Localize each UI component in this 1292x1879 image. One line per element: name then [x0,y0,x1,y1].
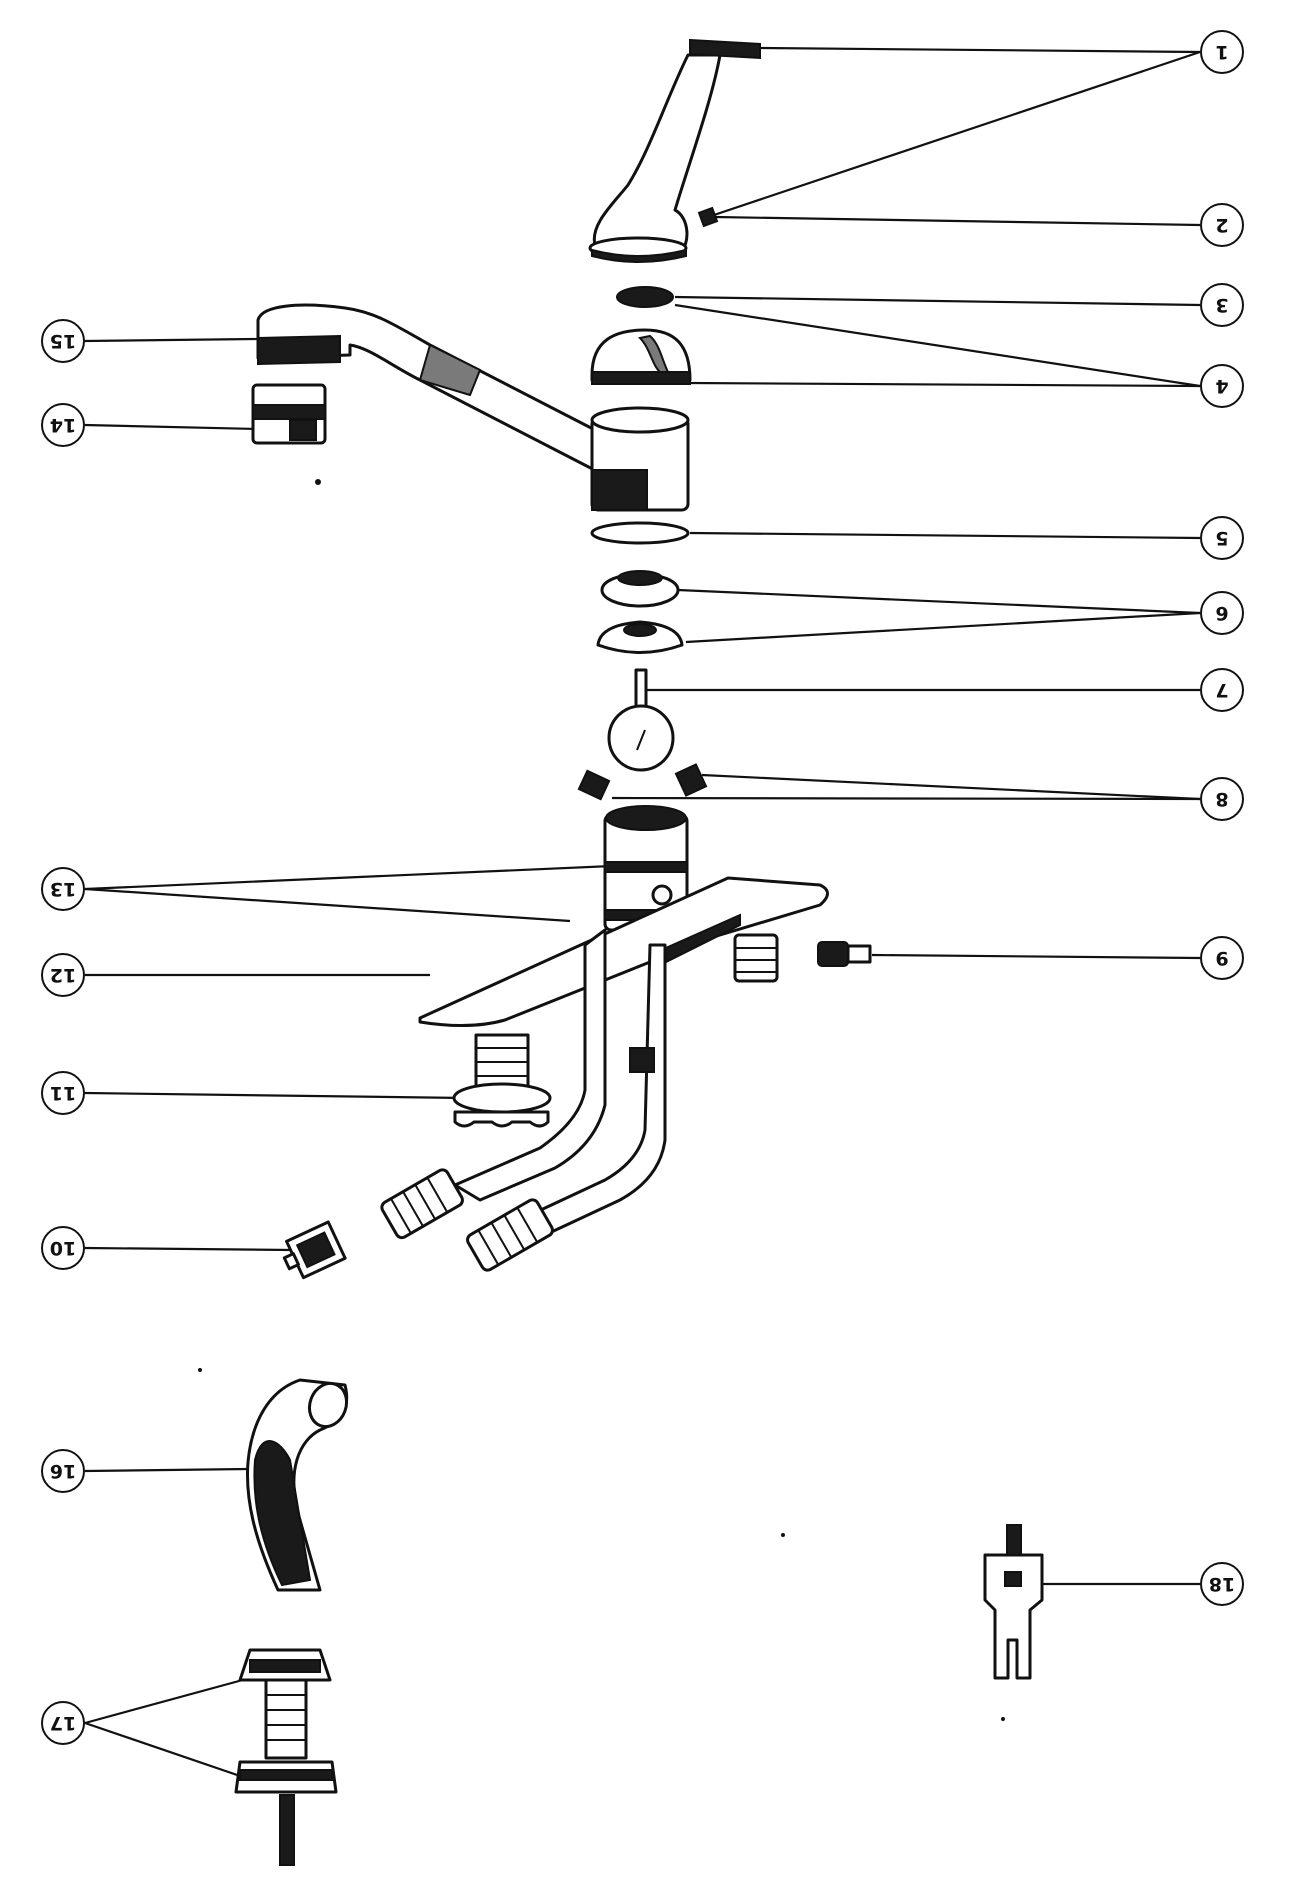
o-ring [590,521,690,545]
callout-17: 17 [41,1701,85,1745]
leader-lines [84,46,1201,1780]
mounting-nut [452,1033,552,1128]
callout-6: 6 [1200,591,1244,635]
callout-1: 1 [1200,30,1244,74]
callout-10: 10 [41,1226,85,1270]
speck [315,479,321,485]
callout-15: 15 [41,319,85,363]
callout-2: 2 [1200,203,1244,247]
callout-3: 3 [1200,283,1244,327]
coupling-nut [282,1220,347,1280]
springs [577,763,708,801]
spout [256,303,690,512]
mounting-stud-right [733,933,779,983]
callout-18: 18 [1200,1562,1244,1606]
callout-5: 5 [1200,516,1244,560]
callout-7: 7 [1200,668,1244,712]
speck [198,1368,202,1372]
callout-16: 16 [41,1449,85,1493]
callout-9: 9 [1200,936,1244,980]
set-screw [817,941,872,967]
sprayer-head [246,1378,349,1592]
callout-11: 11 [41,1071,85,1115]
cap-assembly [590,286,692,385]
callout-14: 14 [41,403,85,447]
callout-8: 8 [1200,777,1244,821]
speck [781,1533,785,1537]
seals [596,570,684,654]
hose-nuts [234,1648,338,1866]
speck [1001,1717,1005,1721]
inlet-threads [380,1168,554,1272]
lever-handle [588,38,761,263]
ball-valve [607,668,675,772]
faucet-body [418,805,829,1237]
service-wrench [983,1524,1044,1680]
callout-12: 12 [41,953,85,997]
callout-13: 13 [41,867,85,911]
aerator [251,383,327,445]
callout-4: 4 [1200,364,1244,408]
